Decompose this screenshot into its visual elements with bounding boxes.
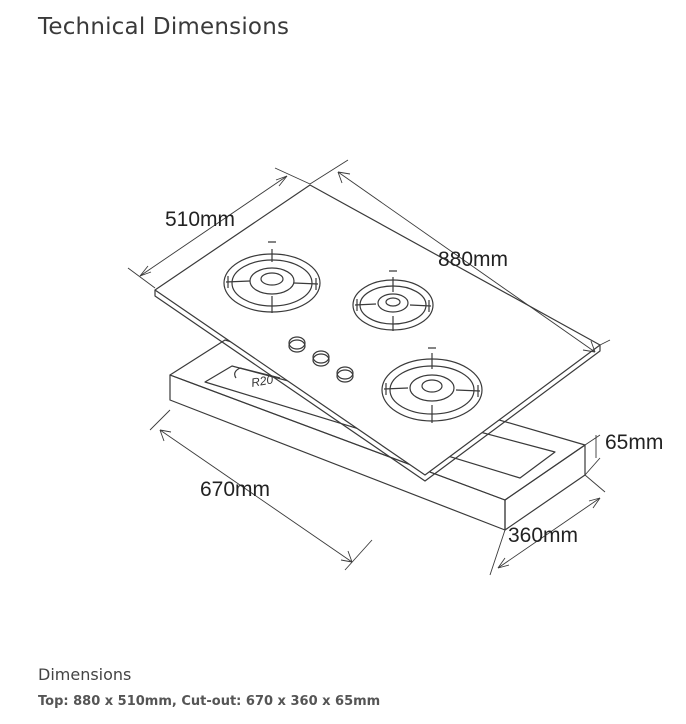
control-knobs xyxy=(288,336,354,383)
corner-radius-mark xyxy=(234,367,281,379)
burner-right-bottom xyxy=(381,347,483,423)
knob xyxy=(288,336,306,350)
label-top-depth: 510mm xyxy=(165,208,235,231)
label-cutout-depth: 360mm xyxy=(508,524,578,547)
dim-line-510 xyxy=(127,167,311,289)
label-cutout-height: 65mm xyxy=(605,431,663,454)
cutout-side-face xyxy=(504,444,586,531)
burner-left xyxy=(223,241,321,313)
burner-right-top xyxy=(352,270,434,331)
dim-line-670 xyxy=(149,409,373,571)
dimensions-heading: Dimensions xyxy=(38,665,132,684)
dim-line-65 xyxy=(584,434,601,476)
dimensions-summary: Top: 880 x 510mm, Cut-out: 670 x 360 x 6… xyxy=(38,694,381,709)
page-title: Technical Dimensions xyxy=(38,14,290,40)
dim-line-880 xyxy=(309,159,611,353)
dim-line-360 xyxy=(489,474,606,576)
label-corner-radius: R20 xyxy=(250,372,274,390)
knob xyxy=(336,366,354,380)
label-top-width: 880mm xyxy=(438,248,508,271)
knob xyxy=(312,350,330,364)
hob-plate-thickness xyxy=(154,290,601,482)
label-cutout-width: 670mm xyxy=(200,478,270,501)
hob-dimension-diagram: 510mm 880mm 65mm 670mm 360mm R20 xyxy=(127,159,663,576)
